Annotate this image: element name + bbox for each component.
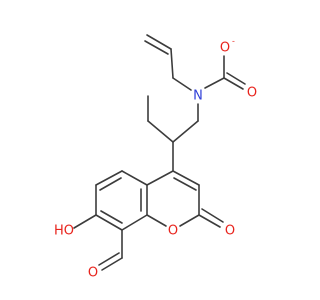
ring-oxygen-label: O	[168, 224, 178, 239]
allyl-terminal-double-bond-inner	[144, 40, 169, 55]
allyl-bond	[170, 48, 174, 79]
aldehyde-oxygen-label: O	[88, 266, 98, 281]
allyl-terminal-double-bond	[146, 34, 172, 50]
benzene-ring	[73, 170, 148, 271]
carbonyl-double-bond-1	[223, 77, 244, 90]
c4a-c5-bond	[121, 170, 148, 186]
c5-c6-bond-inner	[99, 177, 122, 191]
methylene-to-methine-bond	[172, 120, 199, 143]
allyl-group	[144, 34, 192, 91]
c4-c4a-bond	[146, 170, 174, 186]
carbamate-carbonyl-oxygen-label: O	[247, 86, 257, 101]
aldehyde-double-bond-1	[101, 257, 123, 271]
c4-c3-double-bond	[172, 170, 200, 186]
methine-to-ethyl-bond	[147, 120, 174, 143]
c5-c6-bond	[95, 170, 123, 186]
nitrogen-atom-label: N	[193, 89, 203, 104]
lactone-carbonyl-oxygen-label: O	[225, 224, 235, 239]
c8-c8a-bond	[121, 214, 148, 231]
c7-c8-bond	[95, 214, 123, 231]
lactone-carbonyl-bond-2	[201, 208, 224, 223]
carboxylate-oxygen-minus-label: O	[220, 41, 230, 56]
allyl-to-nitrogen-bond	[172, 77, 192, 91]
hydroxyl-label: HO	[54, 224, 74, 239]
negative-charge-label: -	[232, 37, 235, 46]
pyranone-ring	[146, 170, 224, 228]
c2-ring-oxygen-bond	[179, 214, 200, 227]
lactone-carbonyl-bond-1	[198, 214, 221, 228]
c7-hydroxyl-bond	[73, 214, 97, 229]
linker-chain	[147, 95, 199, 172]
c4-c3-double-bond-inner	[173, 177, 197, 191]
carbamate-group	[204, 55, 246, 90]
ring-oxygen-c8a-bond	[146, 214, 167, 227]
carbonyl-double-bond-2	[226, 72, 246, 85]
chemical-structure-diagram: N O - O HO O O O	[54, 34, 257, 281]
nitrogen-to-carbonyl-carbon-bond	[204, 77, 225, 89]
c7-c8-bond-inner	[100, 210, 123, 224]
aldehyde-double-bond-2	[98, 252, 120, 266]
